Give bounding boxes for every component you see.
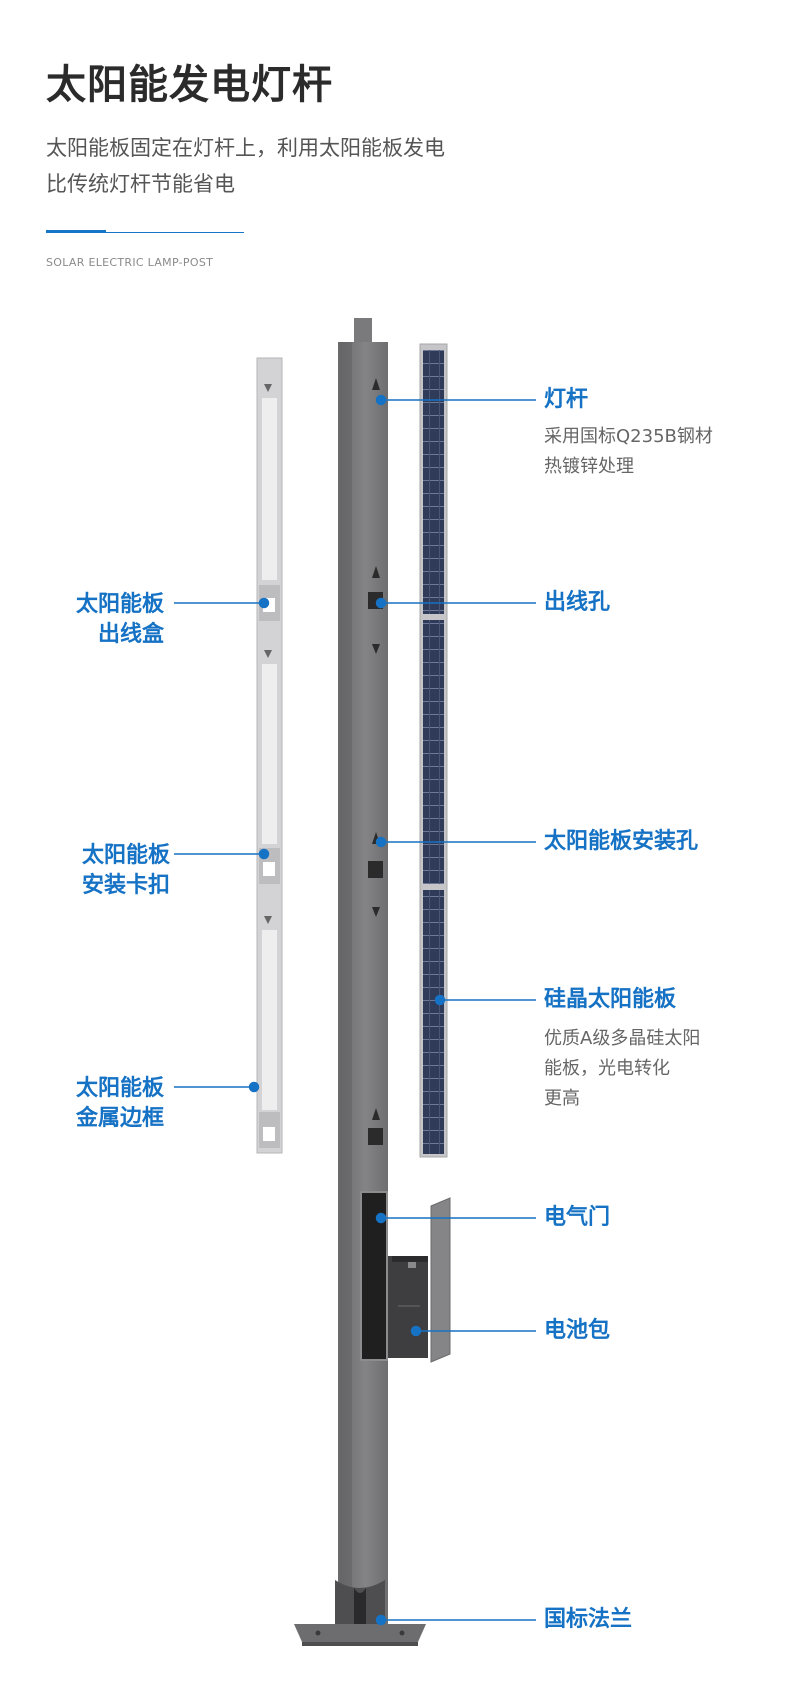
label-mount-hole: 太阳能板安装孔 <box>544 829 699 854</box>
flange-base <box>294 1624 426 1646</box>
label-cable-hole: 出线孔 <box>544 590 611 615</box>
label-mount-clip-line-1: 太阳能板 <box>81 843 170 868</box>
label-mount-clip-line-2: 安装卡扣 <box>81 873 170 898</box>
label-junction-box: 太阳能板 出线盒 <box>76 590 164 650</box>
label-pole: 灯杆 <box>544 387 589 412</box>
solar-panel-frame <box>256 357 283 1154</box>
silicon-note: 优质A级多晶硅太阳 能板，光电转化 更高 <box>544 1024 700 1114</box>
title-divider <box>46 232 244 233</box>
description-line-2: 比传统灯杆节能省电 <box>46 172 235 196</box>
pole-note-line-2: 热镀锌处理 <box>544 456 634 477</box>
silicon-note-line-1: 优质A级多晶硅太阳 <box>544 1028 701 1049</box>
title-divider-accent <box>46 230 106 233</box>
page-title: 太阳能发电灯杆 <box>46 62 333 108</box>
label-silicon-panel: 硅晶太阳能板 <box>544 987 677 1012</box>
label-metal-frame-line-1: 太阳能板 <box>75 1076 164 1101</box>
callout-lines <box>174 394 536 1626</box>
label-battery: 电池包 <box>544 1318 611 1343</box>
label-metal-frame-line-2: 金属边框 <box>75 1106 164 1131</box>
pole <box>335 318 388 1624</box>
label-junction-box-line-1: 太阳能板 <box>75 592 164 617</box>
silicon-solar-panel <box>419 343 448 1158</box>
pole-note: 采用国标Q235B钢材 热镀锌处理 <box>544 422 713 482</box>
pole-note-line-1: 采用国标Q235B钢材 <box>544 426 713 447</box>
silicon-note-line-2: 能板，光电转化 <box>544 1058 670 1079</box>
label-electric-door: 电气门 <box>544 1205 611 1230</box>
label-metal-frame: 太阳能板 金属边框 <box>76 1074 164 1134</box>
label-flange: 国标法兰 <box>544 1607 633 1632</box>
electrical-door <box>430 1197 451 1363</box>
silicon-note-line-3: 更高 <box>544 1088 580 1109</box>
page-description: 太阳能板固定在灯杆上，利用太阳能板发电 比传统灯杆节能省电 <box>46 130 445 202</box>
english-subtitle: SOLAR ELECTRIC LAMP-POST <box>46 256 214 269</box>
description-line-1: 太阳能板固定在灯杆上，利用太阳能板发电 <box>46 136 445 160</box>
label-mount-clip: 太阳能板 安装卡扣 <box>82 841 170 901</box>
battery-pack <box>388 1256 428 1358</box>
label-junction-box-line-2: 出线盒 <box>97 622 164 647</box>
